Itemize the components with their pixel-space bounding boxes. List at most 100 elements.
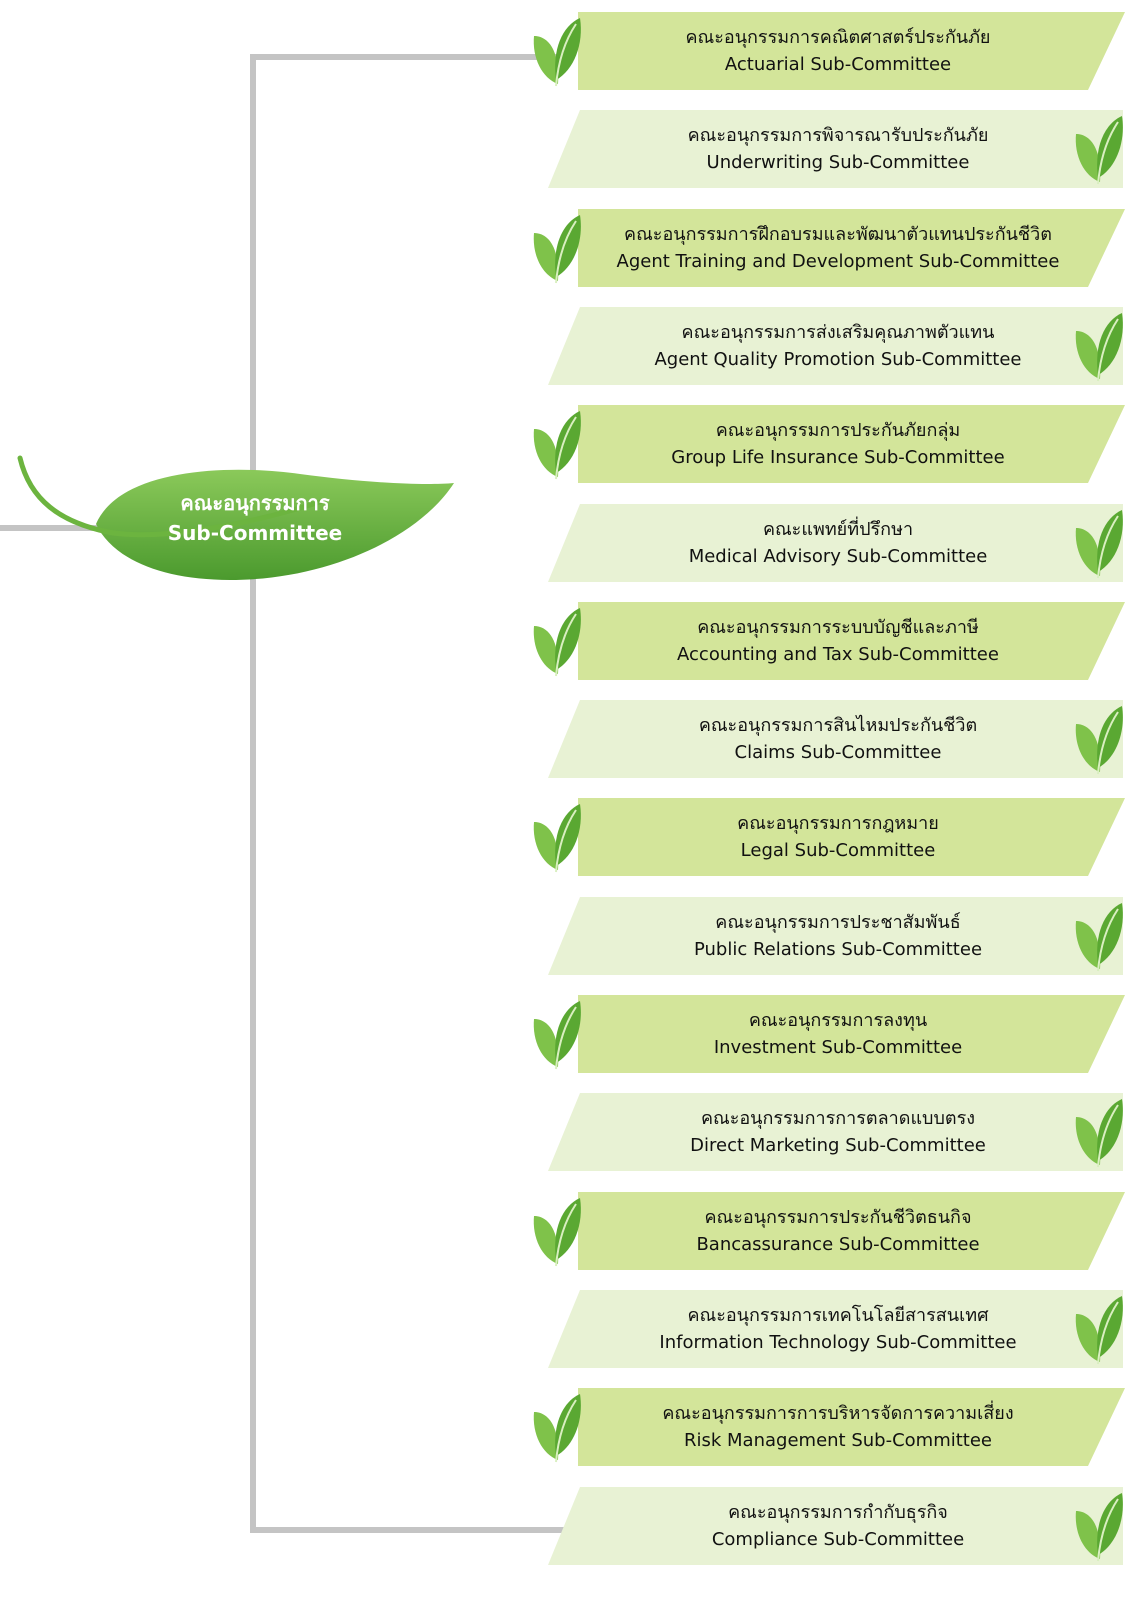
- committee-item: คณะอนุกรรมการการตลาดแบบตรง Direct Marketi…: [520, 1093, 1147, 1173]
- committee-name-en: Group Life Insurance Sub-Committee: [671, 447, 1005, 469]
- leaf-icon: [1075, 509, 1123, 578]
- leaf-icon: [533, 1197, 581, 1266]
- committee-label: คณะอนุกรรมการการตลาดแบบตรง Direct Marketi…: [588, 1105, 1088, 1159]
- committee-band: [548, 1486, 1123, 1565]
- committee-label: คณะอนุกรรมการกฎหมาย Legal Sub-Committee: [588, 810, 1088, 864]
- root-node: [0, 440, 470, 580]
- root-leaf-icon: [17, 455, 454, 580]
- committee-item: คณะอนุกรรมการคณิตศาสตร์ประกันภัย Actuaria…: [520, 12, 1147, 92]
- committee-name-en: Accounting and Tax Sub-Committee: [677, 643, 999, 665]
- committee-band: [548, 700, 1123, 779]
- committee-name-en: Compliance Sub-Committee: [711, 1528, 965, 1550]
- committee-label: คณะแพทย์ที่ปรึกษา Medical Advisory Sub-Co…: [588, 516, 1088, 570]
- committee-label: คณะอนุกรรมการฝึกอบรมและพัฒนาตัวแทนประกัน…: [588, 221, 1088, 275]
- committee-item: คณะอนุกรรมการการบริหารจัดการความเสี่ยง Ri…: [520, 1388, 1147, 1468]
- leaf-icon: [1075, 902, 1123, 971]
- committee-band: [548, 110, 1123, 189]
- committee-name-th: คณะอนุกรรมการกฎหมาย: [737, 813, 939, 835]
- committee-item: คณะอนุกรรมการพิจารณารับประกันภัย Underwri…: [520, 110, 1147, 190]
- committee-name-th: คณะอนุกรรมการการตลาดแบบตรง: [700, 1108, 976, 1130]
- committee-band: [548, 503, 1123, 582]
- committee-item: คณะอนุกรรมการลงทุน Investment Sub-Committ…: [520, 995, 1147, 1075]
- committee-item: คณะอนุกรรมการประกันชีวิตธนกิจ Bancassuran…: [520, 1191, 1147, 1272]
- committee-name-th: คณะอนุกรรมการส่งเสริมคุณภาพตัวแทน: [681, 321, 995, 343]
- committee-name-th: คณะอนุกรรมการประกันภัยกลุ่ม: [715, 420, 961, 442]
- leaf-icon: [1075, 116, 1123, 185]
- committee-band: [578, 12, 1125, 90]
- committee-name-th: คณะอนุกรรมการกำกับธุรกิจ: [728, 1501, 948, 1523]
- committee-band: [578, 405, 1125, 484]
- committee-item: คณะอนุกรรมการระบบบัญชีและภาษี Accounting …: [520, 601, 1147, 682]
- committee-band: [548, 896, 1123, 975]
- committee-item: คณะอนุกรรมการประชาสัมพันธ์ Public Relatio…: [520, 896, 1147, 977]
- committee-name-en: Investment Sub-Committee: [713, 1037, 963, 1058]
- committee-name-en: Agent Training and Development Sub-Commi…: [616, 250, 1060, 272]
- committee-name-en: Direct Marketing Sub-Committee: [690, 1135, 986, 1157]
- committee-name-en: Agent Quality Promotion Sub-Committee: [654, 348, 1022, 370]
- committee-name-th: คณะอนุกรรมการคณิตศาสตร์ประกันภัย: [685, 27, 991, 48]
- committee-band: [578, 208, 1125, 287]
- committee-name-th: คณะอนุกรรมการลงทุน: [748, 1010, 928, 1031]
- committee-label: คณะอนุกรรมการกำกับธุรกิจ Compliance Sub-C…: [588, 1499, 1088, 1553]
- committee-name-th: คณะอนุกรรมการระบบบัญชีและภาษี: [697, 616, 979, 638]
- leaf-icon: [533, 804, 581, 873]
- committee-label: คณะอนุกรรมการการบริหารจัดการความเสี่ยง Ri…: [588, 1400, 1088, 1454]
- committee-name-en: Medical Advisory Sub-Committee: [688, 545, 988, 567]
- connector-trunk: [250, 54, 580, 1533]
- committee-item: คณะแพทย์ที่ปรึกษา Medical Advisory Sub-Co…: [520, 503, 1147, 584]
- committee-label: คณะอนุกรรมการคณิตศาสตร์ประกันภัย Actuaria…: [588, 24, 1088, 78]
- committee-name-th: คณะอนุกรรมการประชาสัมพันธ์: [715, 911, 961, 933]
- committee-item: คณะอนุกรรมการส่งเสริมคุณภาพตัวแทน Agent Q…: [520, 306, 1147, 387]
- committee-item: คณะอนุกรรมการสินไหมประกันชีวิต Claims Sub…: [520, 700, 1147, 780]
- committee-name-th: คณะอนุกรรมการสินไหมประกันชีวิต: [698, 715, 978, 737]
- committee-band: [578, 995, 1125, 1073]
- committee-name-en: Bancassurance Sub-Committee: [696, 1233, 980, 1255]
- leaf-icon: [1075, 706, 1123, 775]
- committee-band: [548, 306, 1123, 385]
- committee-item: คณะอนุกรรมการกฎหมาย Legal Sub-Committee: [520, 798, 1147, 878]
- leaf-icon: [533, 1394, 581, 1463]
- committee-name-en: Claims Sub-Committee: [734, 742, 942, 764]
- committee-name-th: คณะอนุกรรมการพิจารณารับประกันภัย: [687, 125, 989, 147]
- root-label: คณะอนุกรรมการ Sub-Committee: [150, 488, 360, 548]
- committee-label: คณะอนุกรรมการสินไหมประกันชีวิต Claims Sub…: [588, 712, 1088, 766]
- leaf-icon: [533, 214, 581, 283]
- committee-band: [578, 1191, 1125, 1270]
- leaf-icon: [533, 607, 581, 676]
- root-label-en: Sub-Committee: [167, 521, 343, 545]
- committee-name-th: คณะอนุกรรมการเทคโนโลยีสารสนเทศ: [687, 1304, 989, 1326]
- committee-name-th: คณะอนุกรรมการฝึกอบรมและพัฒนาตัวแทนประกัน…: [624, 223, 1052, 245]
- committee-band: [578, 601, 1125, 680]
- committee-name-en: Public Relations Sub-Committee: [693, 938, 983, 960]
- root-label-th: คณะอนุกรรมการ: [180, 491, 330, 515]
- leaf-icon: [533, 18, 581, 87]
- committee-item: คณะอนุกรรมการฝึกอบรมและพัฒนาตัวแทนประกัน…: [520, 208, 1147, 289]
- committee-name-th: คณะอนุกรรมการประกันชีวิตธนกิจ: [704, 1206, 972, 1228]
- leaf-icon: [1075, 1295, 1123, 1364]
- leaf-icon: [1075, 1099, 1123, 1168]
- committee-name-en: Information Technology Sub-Committee: [659, 1331, 1017, 1353]
- committee-label: คณะอนุกรรมการเทคโนโลยีสารสนเทศ Informatio…: [588, 1302, 1088, 1356]
- leaf-icon: [1075, 312, 1123, 381]
- committee-name-th: คณะอนุกรรมการการบริหารจัดการความเสี่ยง: [662, 1403, 1014, 1425]
- committee-label: คณะอนุกรรมการพิจารณารับประกันภัย Underwri…: [588, 122, 1088, 176]
- leaf-icon: [533, 1001, 581, 1070]
- committee-band: [548, 1289, 1123, 1368]
- committee-band: [548, 1093, 1123, 1172]
- committee-label: คณะอนุกรรมการประกันภัยกลุ่ม Group Life In…: [588, 417, 1088, 471]
- committee-band: [578, 798, 1125, 877]
- committee-name-en: Risk Management Sub-Committee: [684, 1430, 992, 1452]
- committee-label: คณะอนุกรรมการส่งเสริมคุณภาพตัวแทน Agent Q…: [588, 319, 1088, 373]
- committee-name-en: Underwriting Sub-Committee: [706, 152, 970, 174]
- committee-band: [578, 1388, 1125, 1467]
- committee-label: คณะอนุกรรมการระบบบัญชีและภาษี Accounting …: [588, 614, 1088, 668]
- committee-label: คณะอนุกรรมการประกันชีวิตธนกิจ Bancassuran…: [588, 1204, 1088, 1258]
- committee-label: คณะอนุกรรมการประชาสัมพันธ์ Public Relatio…: [588, 909, 1088, 963]
- committee-item: คณะอนุกรรมการเทคโนโลยีสารสนเทศ Informatio…: [520, 1289, 1147, 1370]
- committee-label: คณะอนุกรรมการลงทุน Investment Sub-Committ…: [588, 1007, 1088, 1061]
- committee-name-th: คณะแพทย์ที่ปรึกษา: [762, 518, 914, 540]
- committee-name-en: Actuarial Sub-Committee: [724, 54, 952, 75]
- committee-item: คณะอนุกรรมการประกันภัยกลุ่ม Group Life In…: [520, 405, 1147, 485]
- committee-name-en: Legal Sub-Committee: [740, 840, 936, 862]
- committee-item: คณะอนุกรรมการกำกับธุรกิจ Compliance Sub-C…: [520, 1486, 1147, 1567]
